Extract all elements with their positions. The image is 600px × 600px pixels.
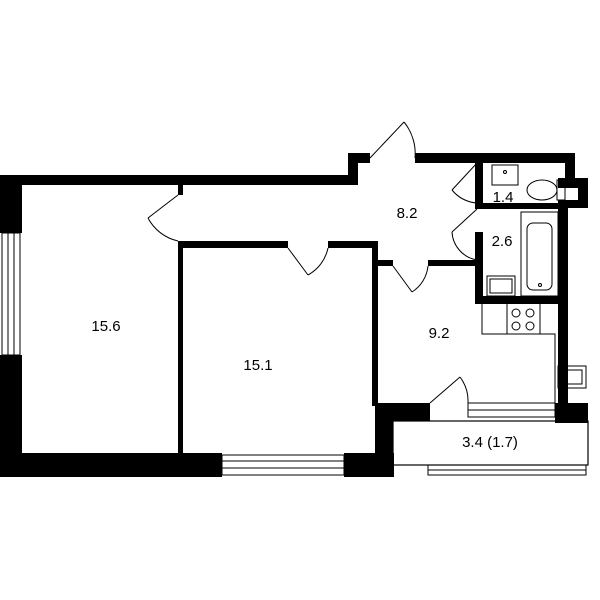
fixtures <box>481 164 587 403</box>
kitchen-sink-icon <box>557 365 587 389</box>
bathtub-icon <box>520 211 559 297</box>
bath-sink-icon <box>486 275 516 297</box>
room-area-kitchen: 9.2 <box>429 325 450 342</box>
room-labels: 15.6 15.1 8.2 1.4 2.6 9.2 3.4 (1.7) <box>91 189 518 451</box>
room-area-bathroom: 2.6 <box>492 233 513 250</box>
toilet-icon <box>526 179 566 201</box>
windows <box>1 232 556 476</box>
room-area-bedroom: 15.1 <box>243 357 272 374</box>
room-area-living: 15.6 <box>91 318 120 335</box>
stove-icon <box>511 308 535 331</box>
doors <box>147 121 478 404</box>
walls <box>0 153 589 477</box>
sink-icon <box>491 164 519 186</box>
room-area-balcony: 3.4 (1.7) <box>462 434 518 451</box>
room-area-hallway: 8.2 <box>397 205 418 222</box>
kitchen-counter <box>481 304 556 403</box>
room-area-toilet: 1.4 <box>493 189 514 206</box>
